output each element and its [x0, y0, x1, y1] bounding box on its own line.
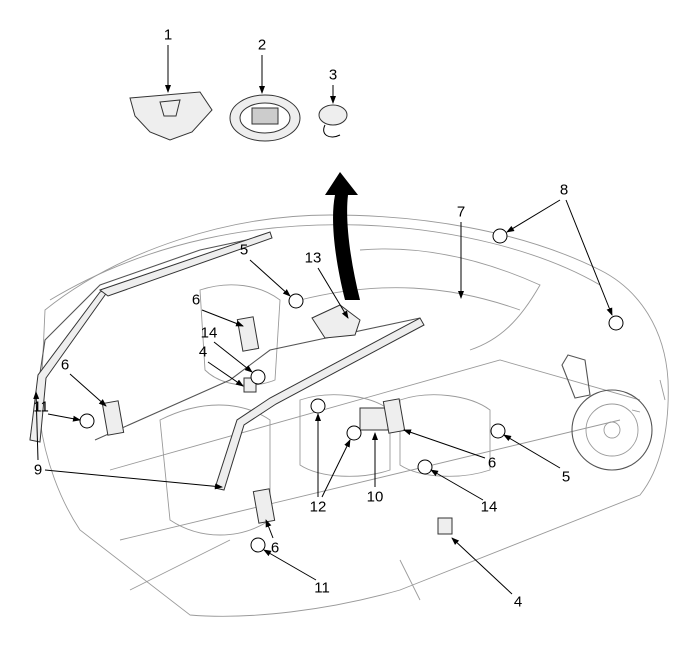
big-arrow: [325, 172, 360, 300]
callout-14: 14: [480, 498, 498, 516]
callout-13: 13: [304, 249, 322, 267]
side-airbag-module: [236, 316, 260, 352]
sensors: [79, 228, 624, 553]
callout-3: 3: [328, 66, 338, 84]
leader-lines: [33, 45, 613, 595]
callout-7: 7: [456, 203, 466, 221]
clock-spring: [318, 104, 348, 138]
callout-5: 5: [561, 468, 571, 486]
callout-9: 9: [33, 461, 43, 479]
callout-6: 6: [487, 454, 497, 472]
callout-14: 14: [200, 324, 218, 342]
callout-6: 6: [270, 539, 280, 557]
callout-5: 5: [239, 241, 249, 259]
callout-12: 12: [309, 498, 327, 516]
callout-8: 8: [559, 181, 569, 199]
curtain-airbag-modules: [29, 231, 425, 491]
callout-11: 11: [33, 398, 49, 416]
callout-2: 2: [257, 36, 267, 54]
srs-control-module: [359, 407, 389, 431]
callout-1: 1: [163, 26, 173, 44]
driver-airbag-module: [129, 91, 213, 141]
callout-6: 6: [191, 291, 201, 309]
callout-10: 10: [366, 488, 384, 506]
steering-wheel: [229, 94, 301, 142]
callout-6: 6: [60, 356, 70, 374]
callout-4: 4: [513, 593, 523, 611]
callout-11: 11: [314, 579, 330, 597]
callout-4: 4: [198, 343, 208, 361]
passenger-airbag-module: [311, 304, 361, 339]
